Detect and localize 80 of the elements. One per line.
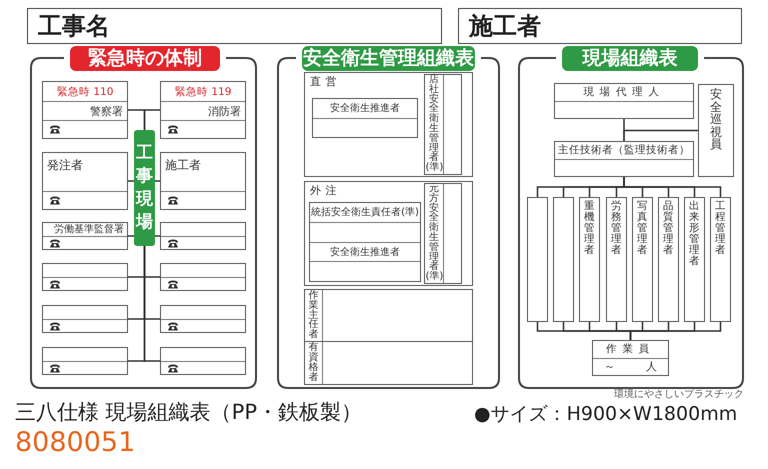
field-label: ～ 人 <box>604 359 657 374</box>
field-label: 工事名 <box>38 11 110 42</box>
emergency-number-label: 緊急時 110 <box>57 84 114 98</box>
product-code: 8080051 <box>15 428 136 458</box>
vertical-label: 安全巡視員 <box>708 88 723 151</box>
panel-heading: 現場組織表 <box>562 46 698 71</box>
section-box <box>304 72 473 177</box>
name-field <box>458 8 742 44</box>
product-description: 三八仕様 現場組織表（PP・鉄板製） <box>15 401 362 424</box>
section-label: 外注 <box>310 183 341 198</box>
connector-line <box>630 322 722 340</box>
form-box <box>527 197 548 322</box>
field-label: 施工者 <box>165 157 201 174</box>
connector-line <box>623 130 698 141</box>
field-label: 発注者 <box>47 157 83 174</box>
form-box <box>710 197 731 322</box>
contact-box <box>160 222 246 250</box>
form-box <box>304 289 473 342</box>
connector-line <box>155 235 160 237</box>
vertical-label: 工程管理者 <box>714 201 727 256</box>
section-label: 直営 <box>310 74 341 89</box>
field-label: 消防署 <box>208 104 241 118</box>
field-label: 警察署 <box>90 104 123 118</box>
connector-line <box>155 180 160 182</box>
field-label: 主任技術者（監理技術者） <box>558 143 690 158</box>
panel-heading: 緊急時の体制 <box>70 46 220 71</box>
form-box <box>554 83 694 119</box>
contact-box <box>160 152 246 210</box>
contact-box <box>42 347 128 375</box>
form-box <box>424 74 462 175</box>
vertical-label: 出来形管理者 <box>688 201 701 268</box>
form-box <box>592 340 669 376</box>
vertical-label: 作業主任者 <box>308 291 320 340</box>
connector-line <box>128 180 134 182</box>
connector-line <box>128 235 134 237</box>
vertical-label: 写真管理者 <box>636 201 649 256</box>
material-note: 環境にやさしいプラスチック <box>614 389 744 400</box>
form-box <box>684 197 705 322</box>
field-label: 安全衛生推進者 <box>330 102 400 116</box>
form-box <box>632 197 653 322</box>
contact-box <box>42 81 128 139</box>
form-box <box>554 141 694 177</box>
field-label: 安全衛生推進者 <box>330 246 400 259</box>
form-box <box>312 98 418 138</box>
form-box <box>658 197 679 322</box>
connector-line <box>144 246 160 362</box>
field-label: 現場代理人 <box>583 85 665 100</box>
vertical-label: 元方安全衛生管理者(準) <box>426 184 442 283</box>
name-field <box>27 8 442 44</box>
form-box <box>553 197 574 322</box>
field-label: 施工者 <box>469 11 541 42</box>
contact-box <box>42 263 128 291</box>
form-box <box>579 197 600 322</box>
contact-box <box>42 152 128 210</box>
section-box <box>304 181 473 286</box>
connector-line <box>144 109 160 130</box>
contact-box <box>160 347 246 375</box>
contact-box <box>160 81 246 139</box>
vertical-label: 有資格者 <box>308 343 320 383</box>
form-box <box>424 183 462 284</box>
field-label: 統括安全衛生責任者(準) <box>311 206 419 220</box>
product-description: ●サイズ：H900×W1800mm <box>474 404 738 425</box>
form-box <box>309 202 421 282</box>
vertical-label: 重機管理者 <box>583 201 596 256</box>
contact-box <box>42 305 128 333</box>
vertical-label: 品質管理者 <box>662 201 675 256</box>
field-label: 労働基準監督署 <box>54 224 124 234</box>
form-box <box>698 84 734 177</box>
emergency-number-label: 緊急時 119 <box>175 84 232 98</box>
vertical-label: 工事現場 <box>134 142 154 234</box>
form-box <box>606 197 627 322</box>
site-badge <box>134 130 155 246</box>
contact-box <box>160 263 246 291</box>
vertical-label: 店社安全衛生管理者(準) <box>426 75 442 174</box>
form-box <box>304 341 473 385</box>
contact-box <box>160 305 246 333</box>
field-label: 作業員 <box>606 342 655 356</box>
contact-box <box>42 222 128 250</box>
vertical-label: 労務管理者 <box>610 201 623 256</box>
panel-heading: 安全衛生管理組織表 <box>302 46 475 71</box>
